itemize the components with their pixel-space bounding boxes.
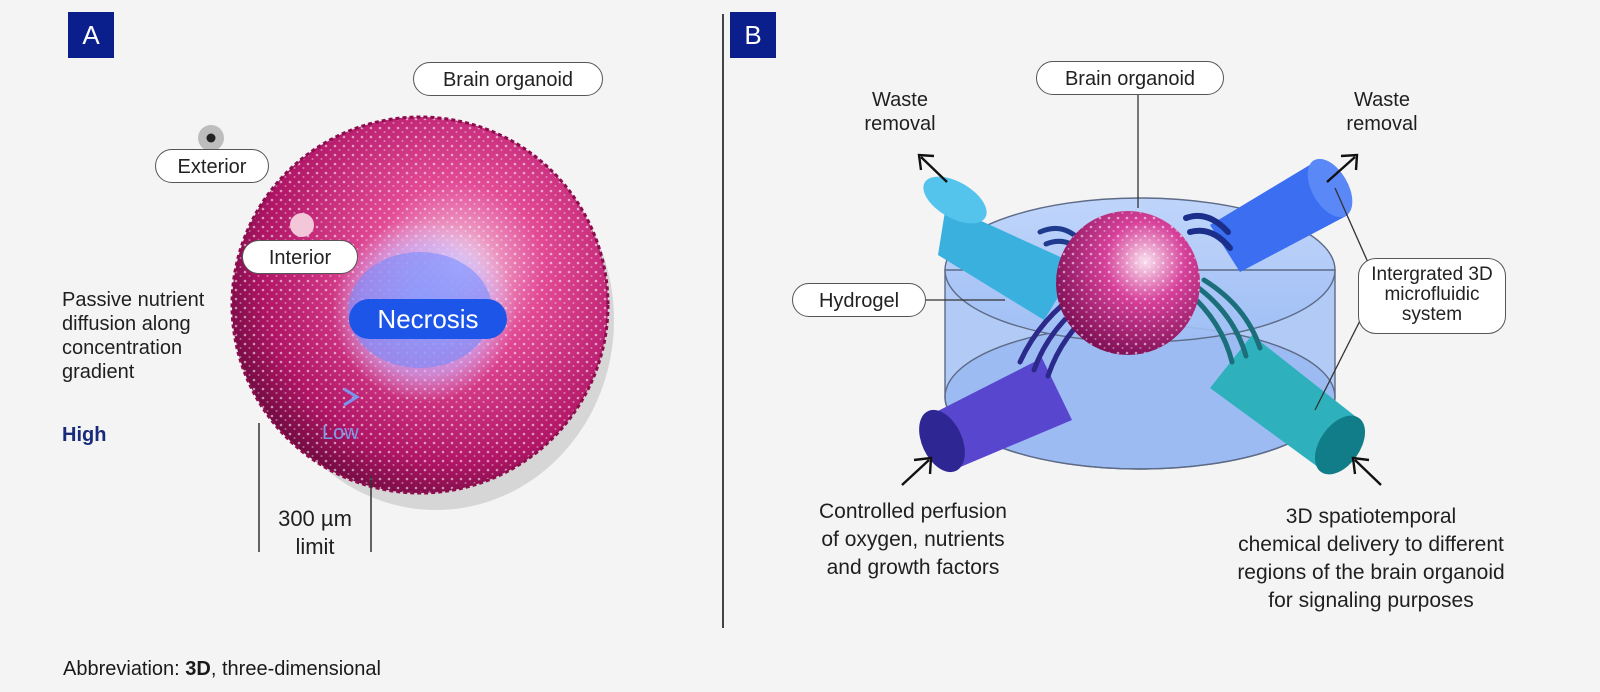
abbr-term: 3D — [185, 658, 211, 680]
perfusion-line-1: Controlled perfusion — [819, 500, 1007, 523]
abbr-prefix: Abbreviation: — [63, 658, 186, 680]
label-waste-right: Waste removal — [1322, 88, 1442, 136]
delivery-line-1: 3D spatiotemporal — [1285, 505, 1457, 528]
label-waste-left: Waste removal — [840, 88, 960, 136]
diffusion-arrow — [62, 387, 360, 407]
diffusion-line-1: Passive nutrient — [62, 289, 205, 311]
tube-top-left — [923, 176, 1078, 320]
panel-divider — [722, 14, 724, 628]
label-high: High — [62, 424, 107, 446]
waste-left-line-2: removal — [864, 113, 936, 135]
delivery-line-3: regions of the brain organoid — [1237, 561, 1505, 584]
waste-right-line-1: Waste — [1354, 89, 1410, 111]
label-necrosis: Necrosis — [349, 299, 507, 339]
panel-b-badge: B — [730, 12, 776, 58]
microfluidic-line-2: microfluidic — [1384, 284, 1480, 305]
diffusion-text: Passive nutrient diffusion along concent… — [62, 288, 204, 384]
label-chemical-delivery: 3D spatiotemporal chemical delivery to d… — [1200, 503, 1542, 615]
perfusion-line-3: and growth factors — [826, 556, 1000, 579]
label-brain-organoid-a: Brain organoid — [413, 62, 603, 96]
waste-left-line-1: Waste — [872, 89, 928, 111]
label-interior: Interior — [242, 240, 358, 274]
label-low: Low — [322, 422, 359, 444]
delivery-line-4: for signaling purposes — [1268, 589, 1474, 612]
limit-line-1: 300 µm — [278, 506, 352, 531]
exterior-marker — [198, 125, 224, 151]
waste-right-line-2: removal — [1346, 113, 1418, 135]
delivery-line-2: chemical delivery to different — [1238, 533, 1504, 556]
abbreviation-note: Abbreviation: 3D, three-dimensional — [63, 658, 381, 681]
label-perfusion: Controlled perfusion of oxygen, nutrient… — [790, 498, 1036, 582]
label-exterior: Exterior — [155, 149, 269, 183]
limit-bracket — [258, 423, 372, 552]
limit-label: 300 µm limit — [262, 505, 368, 561]
perfusion-line-2: of oxygen, nutrients — [821, 528, 1005, 551]
label-hydrogel: Hydrogel — [792, 283, 926, 317]
tube-bottom-left — [919, 358, 1072, 473]
limit-line-2: limit — [295, 534, 335, 559]
diffusion-line-3: concentration — [62, 337, 183, 359]
organoid-a — [230, 115, 614, 510]
microfluidic-line-3: system — [1401, 304, 1463, 325]
label-microfluidic-system: Intergrated 3D microfluidic system — [1358, 258, 1506, 334]
diffusion-line-2: diffusion along — [62, 313, 191, 335]
abbr-rest: , three-dimensional — [210, 658, 381, 680]
organoid-b — [1056, 211, 1200, 355]
diffusion-line-4: gradient — [62, 361, 135, 383]
microfluidic-line-1: Intergrated 3D — [1371, 264, 1493, 285]
label-brain-organoid-b: Brain organoid — [1036, 61, 1224, 95]
panel-a-badge: A — [68, 12, 114, 58]
direction-arrows — [901, 153, 1382, 486]
